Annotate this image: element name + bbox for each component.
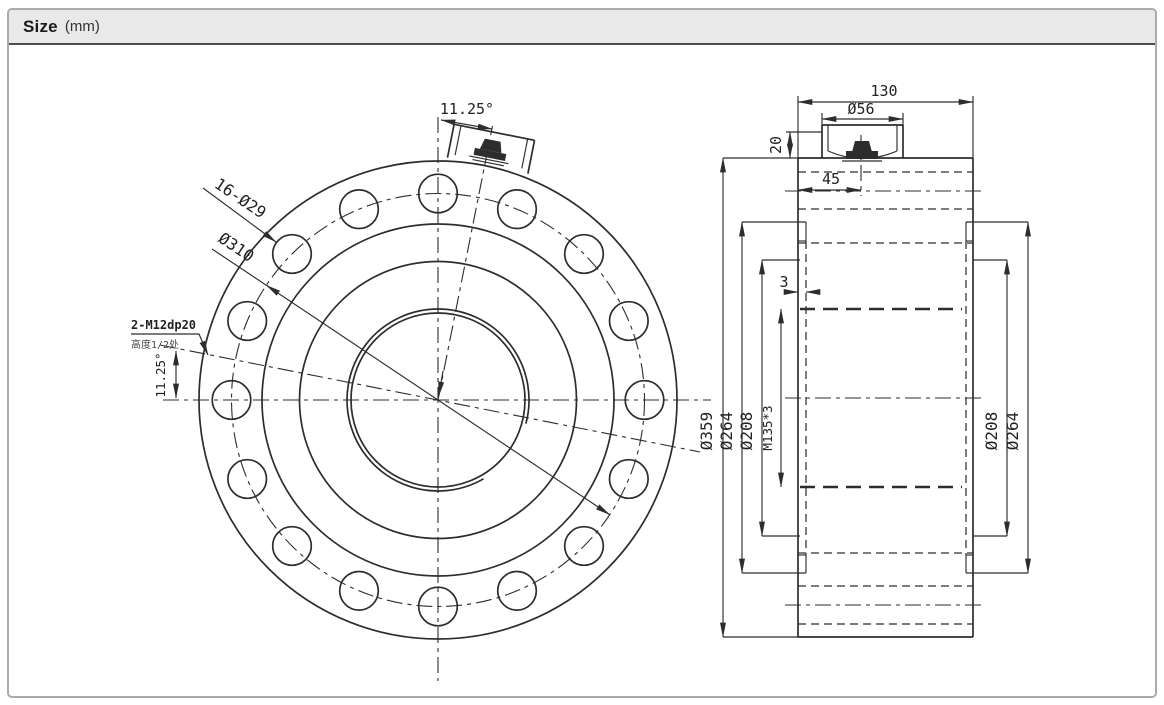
right-outer-step-label: Ø264 — [1003, 412, 1022, 451]
boss-dia-label: Ø56 — [847, 100, 874, 118]
boss-outline — [821, 124, 904, 196]
front-view: 11.25° 16-Ø29 Ø310 2-M12dp20 高度1/2处 — [131, 100, 711, 681]
section-title: Size — [23, 16, 58, 36]
angle-left-label: 11.25° — [153, 352, 168, 397]
center-thread-label: M135*3 — [760, 405, 775, 450]
bolt-holes — [211, 173, 665, 627]
bolt-circle-label: Ø310 — [215, 228, 258, 265]
left-outer-step-label: Ø264 — [717, 412, 736, 451]
dim-bolt-holes: 16-Ø29 — [202, 174, 277, 243]
section-header: Size (mm) — [9, 10, 1155, 45]
recess-depth-label: 3 — [779, 273, 788, 291]
dim-left-inner-step: Ø208 — [737, 259, 765, 537]
left-inner-step-label: Ø208 — [737, 412, 756, 451]
dim-bolt-circle: Ø310 — [211, 228, 611, 516]
dim-right-outer-step: Ø264 — [1003, 221, 1031, 574]
boss-height-label: 20 — [767, 136, 785, 154]
flange-circles — [198, 160, 678, 640]
right-inner-step-label: Ø208 — [982, 412, 1001, 451]
dim-center-thread: M135*3 — [760, 308, 784, 488]
dim-recess-depth: 3 — [779, 273, 821, 295]
dim-outer-dia: Ø359 — [697, 157, 726, 638]
connector-plug-side-icon — [842, 141, 882, 162]
connector-plug-icon — [469, 138, 509, 167]
overall-width-label: 130 — [870, 82, 897, 100]
connector-offset-label: 45 — [822, 170, 840, 188]
dim-side-thread: 2-M12dp20 高度1/2处 — [131, 318, 209, 356]
dim-angle-left: 11.25° — [153, 350, 445, 399]
dim-right-inner-step: Ø208 — [982, 259, 1010, 537]
dim-overall-width: 130 — [797, 82, 974, 105]
extension-lines — [742, 96, 1028, 574]
spec-panel: Size (mm) — [7, 8, 1157, 698]
internal-lines — [785, 171, 986, 625]
outer-dia-label: Ø359 — [697, 412, 716, 451]
face-steps — [798, 222, 973, 573]
dim-boss-dia: Ø56 — [821, 100, 904, 122]
dim-left-outer-step: Ø264 — [717, 221, 745, 574]
side-view: 130 Ø56 20 45 3 Ø359 — [697, 82, 1031, 638]
angle-top-label: 11.25° — [440, 100, 494, 118]
side-thread-note: 高度1/2处 — [131, 338, 179, 351]
side-thread-label: 2-M12dp20 — [131, 318, 196, 332]
section-unit: (mm) — [64, 18, 100, 35]
dim-connector-offset: 45 — [797, 170, 862, 193]
connector-tab — [446, 123, 536, 174]
technical-drawing: 11.25° 16-Ø29 Ø310 2-M12dp20 高度1/2处 — [131, 82, 1031, 681]
dim-angle-top: 11.25° — [440, 100, 494, 130]
dim-boss-height: 20 — [767, 131, 793, 159]
